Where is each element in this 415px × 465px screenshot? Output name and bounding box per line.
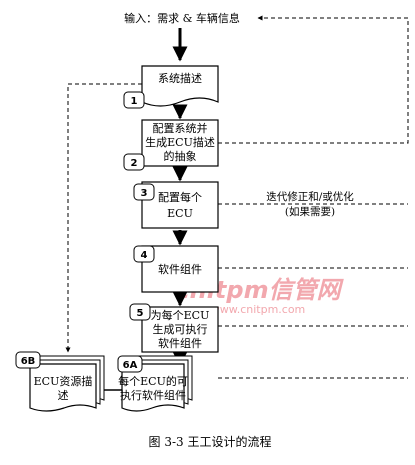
step-5-line-2: 生成可执行	[153, 322, 208, 336]
step-4-badge: 4	[133, 245, 155, 263]
dashed-connectors	[65, 15, 409, 379]
doc-6a-line-1: 每个ECU的可	[118, 374, 188, 388]
doc-6a-badge: 6A	[117, 355, 143, 373]
step-2-line-2: 生成ECU描述	[145, 135, 215, 149]
doc-6a: 每个ECU的可 执行软件组件	[118, 355, 193, 412]
step-5-line-1: 为每个ECU	[151, 308, 210, 322]
step-4-number: 4	[141, 250, 148, 261]
step-2-number: 2	[131, 158, 138, 169]
figure-caption: 图 3-3 王工设计的流程	[149, 434, 272, 449]
step-3-badge: 3	[133, 183, 155, 201]
doc-6b-line-2: 述	[58, 389, 69, 402]
step-4-box: 软件组件	[141, 245, 219, 293]
step-1-box: 系统描述	[141, 65, 219, 107]
doc-6b-number: 6B	[21, 356, 36, 367]
doc-6a-line-2: 执行软件组件	[120, 388, 186, 402]
step-4-label: 软件组件	[158, 262, 202, 276]
step-5-line-3: 软件组件	[158, 336, 202, 350]
step-2-box: 配置系统并 生成ECU描述 的抽象	[141, 119, 219, 167]
step-5-box: 为每个ECU 生成可执行 软件组件	[141, 306, 219, 353]
step-3-line-1: 配置每个	[158, 190, 202, 204]
doc-6b-line-1: ECU资源描	[34, 374, 93, 388]
step-3-line-2: ECU	[167, 207, 193, 220]
step-1-label: 系统描述	[158, 71, 202, 85]
input-label: 输入：需求 & 车辆信息	[124, 11, 240, 25]
doc-6b-badge: 6B	[15, 351, 41, 369]
iteration-note-line-1: 迭代修正和/或优化	[266, 190, 354, 203]
step-1-number: 1	[131, 96, 138, 107]
watermark-url: www.cnitpm.com	[211, 303, 306, 316]
step-3-number: 3	[141, 188, 148, 199]
step-2-line-3: 的抽象	[164, 149, 197, 163]
doc-6a-number: 6A	[123, 360, 138, 371]
doc-6b: ECU资源描 述	[29, 355, 105, 412]
step-3-box: 配置每个 ECU	[141, 181, 219, 229]
step-5-badge: 5	[129, 303, 151, 321]
step-5-number: 5	[137, 308, 144, 319]
iteration-note-line-2: (如果需要)	[285, 205, 335, 218]
step-1-badge: 1	[123, 91, 145, 109]
step-2-badge: 2	[123, 153, 145, 171]
step-2-line-1: 配置系统并	[153, 121, 208, 135]
